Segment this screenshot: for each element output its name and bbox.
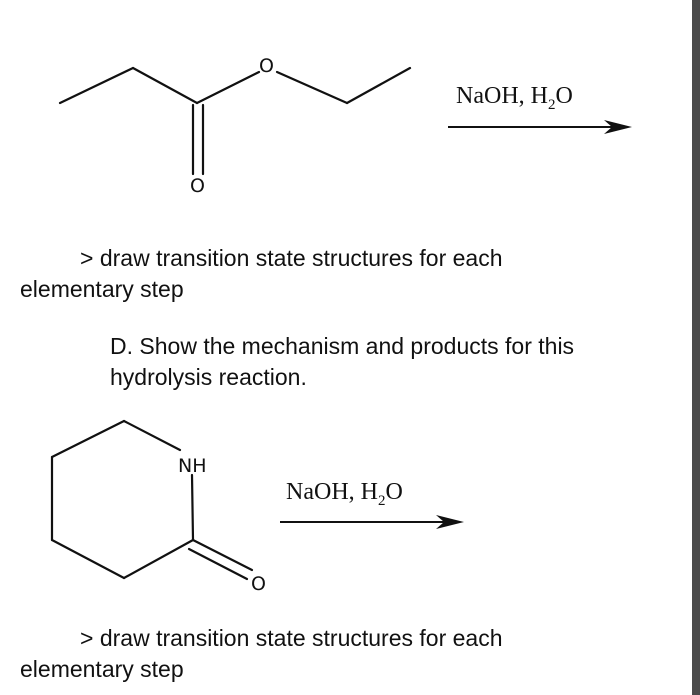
ester-oxygen-label: O <box>259 55 274 77</box>
reagent-main-2: NaOH, H <box>286 479 378 505</box>
right-edge-border <box>692 0 700 695</box>
bond-c4-c5 <box>345 66 412 105</box>
reagent-suffix-1: O <box>555 83 572 109</box>
reagent-main-1: NaOH, H <box>456 83 548 109</box>
lactam-oxygen-label: O <box>251 573 266 595</box>
reagent-suffix-2: O <box>385 479 402 505</box>
ring-bond-2 <box>122 419 182 452</box>
carbonyl-oxygen-label: O <box>190 175 205 197</box>
carbonyl-bond-a <box>191 538 254 572</box>
carbonyl-bond-b <box>187 547 249 581</box>
ring-bond-1 <box>50 419 126 459</box>
question-d-line-2: hydrolysis reaction. <box>110 364 307 390</box>
ring-bond-3 <box>190 473 195 542</box>
bond-c2-c3 <box>131 66 199 105</box>
arrow-head-1 <box>604 120 632 134</box>
reagent-label-1: NaOH, H2O <box>456 83 573 113</box>
instruction-1-line-1: > draw transition state structures for e… <box>80 245 503 271</box>
bond-c3-o-ester <box>195 70 261 105</box>
reagent-subscript-2: 2 <box>378 493 386 509</box>
bond-o-c4 <box>275 70 349 105</box>
ring-bond-5 <box>50 538 126 580</box>
ring-bond-4 <box>122 538 195 580</box>
question-d-line-1: D. Show the mechanism and products for t… <box>110 333 575 359</box>
ester-structure: O O <box>58 55 412 197</box>
bond-c1-c2 <box>58 66 135 105</box>
instruction-2-line-2: elementary step <box>20 656 184 682</box>
reaction-arrow-1: NaOH, H2O <box>448 83 632 134</box>
reagent-subscript-1: 2 <box>548 97 556 113</box>
nh-label: NH <box>178 455 207 477</box>
reagent-label-2: NaOH, H2O <box>286 479 403 509</box>
instruction-2-line-1: > draw transition state structures for e… <box>80 625 503 651</box>
arrow-head-2 <box>436 515 464 529</box>
instruction-1-line-2: elementary step <box>20 276 184 302</box>
